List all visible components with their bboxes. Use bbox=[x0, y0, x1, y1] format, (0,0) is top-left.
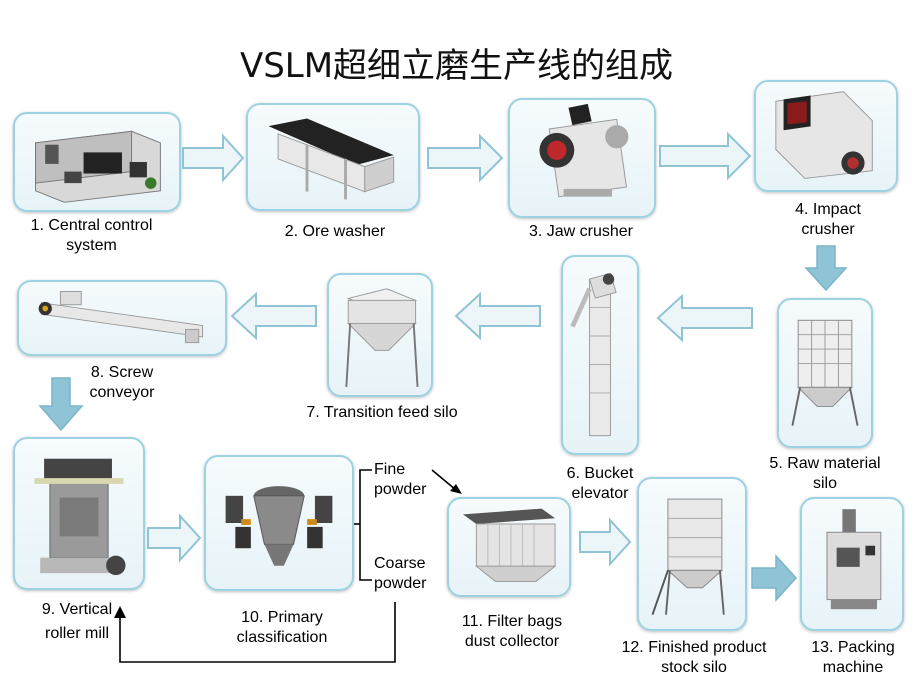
step-label-7: 7. Transition feed silo bbox=[306, 404, 458, 421]
step-label-6: 6. Bucket elevator bbox=[566, 465, 634, 502]
arrow-1-to-2 bbox=[182, 133, 245, 183]
step-label-3: 3. Jaw crusher bbox=[528, 223, 634, 240]
step-label-13: 13. Packing machine bbox=[811, 639, 895, 676]
step-label-2: 2. Ore washer bbox=[284, 223, 386, 240]
step-label-9: 9. Vertical roller mill bbox=[41, 601, 113, 642]
classifier-icon bbox=[225, 486, 333, 566]
stock-silo-icon bbox=[651, 498, 725, 616]
card-jaw-crusher bbox=[508, 98, 656, 218]
branch-bracket bbox=[359, 469, 372, 581]
card-vertical-roller-mill bbox=[13, 437, 145, 590]
control-room-icon bbox=[35, 130, 161, 203]
arrow-7-to-8 bbox=[230, 291, 317, 341]
step-label-8: 8. Screw conveyor bbox=[89, 364, 155, 401]
step-label-10: 10. Primary classification bbox=[236, 609, 328, 646]
card-ore-washer bbox=[246, 103, 420, 211]
arrow-12-to-13 bbox=[751, 554, 798, 602]
step-label-12: 12. Finished product stock silo bbox=[621, 639, 767, 676]
card-central-control bbox=[13, 112, 181, 212]
arrow-9-to-10 bbox=[147, 513, 202, 563]
card-raw-material-silo bbox=[777, 298, 873, 448]
arrow-4-to-5 bbox=[804, 245, 848, 292]
card-screw-conveyor bbox=[17, 280, 227, 356]
step-label-11: 11. Filter bags dust collector bbox=[461, 613, 563, 650]
fine-powder-label: Fine powder bbox=[374, 461, 427, 498]
diagram-title: VSLM超细立磨生产线的组成 bbox=[239, 46, 674, 86]
dust-collector-icon bbox=[462, 508, 557, 583]
packing-machine-icon bbox=[826, 509, 882, 610]
card-filter-bag-collector bbox=[447, 497, 571, 597]
card-impact-crusher bbox=[754, 80, 898, 192]
impact-crusher-icon bbox=[775, 91, 873, 179]
arrow-6-to-7 bbox=[454, 291, 541, 341]
fine-powder-arrowhead bbox=[450, 484, 462, 494]
arrow-5-to-6 bbox=[656, 293, 753, 343]
jaw-crusher-icon bbox=[539, 103, 629, 198]
bucket-elevator-icon bbox=[570, 272, 617, 437]
feed-silo-icon bbox=[345, 288, 419, 388]
screw-conveyor-icon bbox=[38, 291, 203, 344]
step-label-5: 5. Raw material silo bbox=[769, 455, 881, 492]
step-label-4: 4. Impact crusher bbox=[795, 201, 861, 238]
card-packing-machine bbox=[800, 497, 904, 631]
card-transition-feed-silo bbox=[327, 273, 433, 397]
card-finished-stock-silo bbox=[637, 477, 747, 631]
roller-mill-icon bbox=[34, 458, 126, 576]
coarse-powder-label: Coarse powder bbox=[374, 555, 427, 592]
arrow-11-to-12 bbox=[579, 517, 632, 567]
ore-washer-icon bbox=[268, 118, 395, 200]
step-label-1: 1. Central control system bbox=[30, 217, 153, 254]
arrow-3-to-4 bbox=[659, 131, 752, 181]
arrow-2-to-3 bbox=[427, 133, 504, 183]
silo-icon bbox=[791, 319, 859, 426]
card-primary-classification bbox=[204, 455, 354, 591]
card-bucket-elevator bbox=[561, 255, 639, 455]
